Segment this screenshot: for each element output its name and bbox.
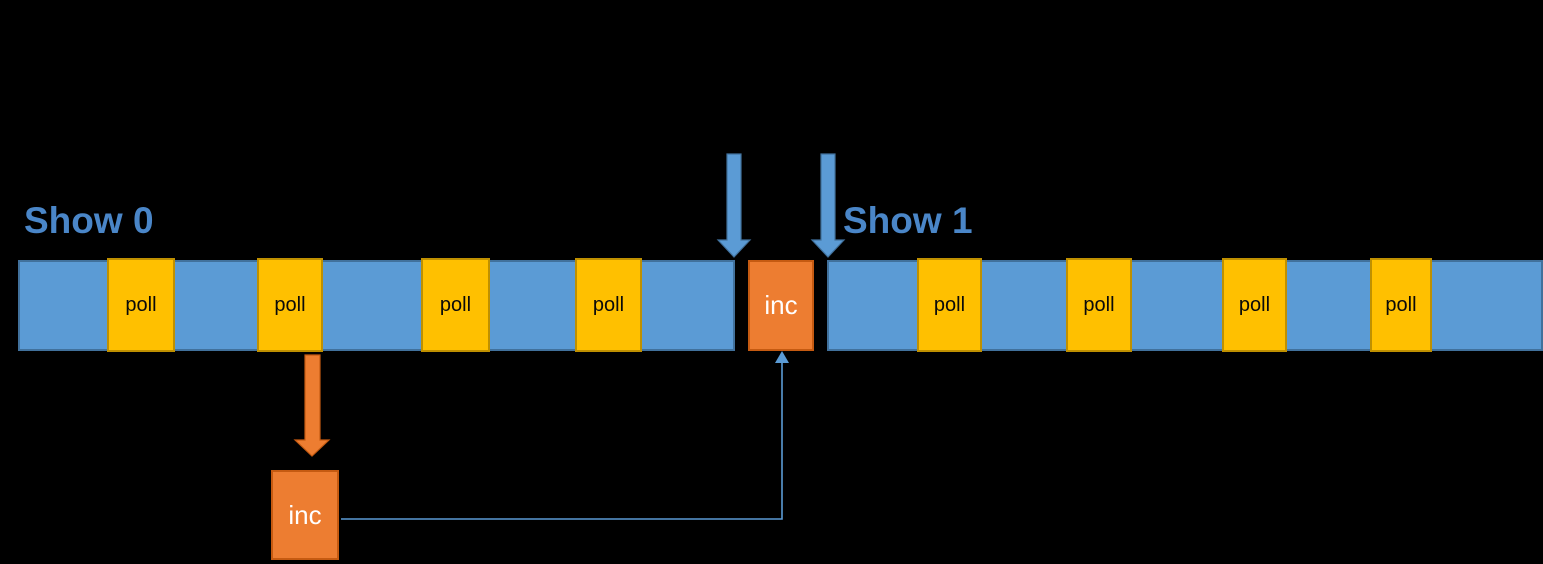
inc-block-detail: inc [271, 470, 339, 560]
poll-block: poll [1222, 258, 1287, 352]
poll-block: poll [257, 258, 323, 352]
poll-block: poll [421, 258, 490, 352]
elbow-connector-arrow-icon [341, 351, 789, 520]
poll-block: poll [1066, 258, 1132, 352]
poll-block: poll [107, 258, 175, 352]
show0-label: Show 0 [24, 200, 154, 241]
down-arrow-show0-end-icon [716, 153, 752, 258]
poll-block: poll [1370, 258, 1432, 352]
poll-block: poll [917, 258, 982, 352]
down-arrow-show1-start-icon [810, 153, 846, 258]
poll-block: poll [575, 258, 642, 352]
show1-label: Show 1 [843, 200, 973, 241]
inc-block-timeline: inc [748, 260, 814, 351]
orange-down-arrow-icon [293, 354, 331, 457]
